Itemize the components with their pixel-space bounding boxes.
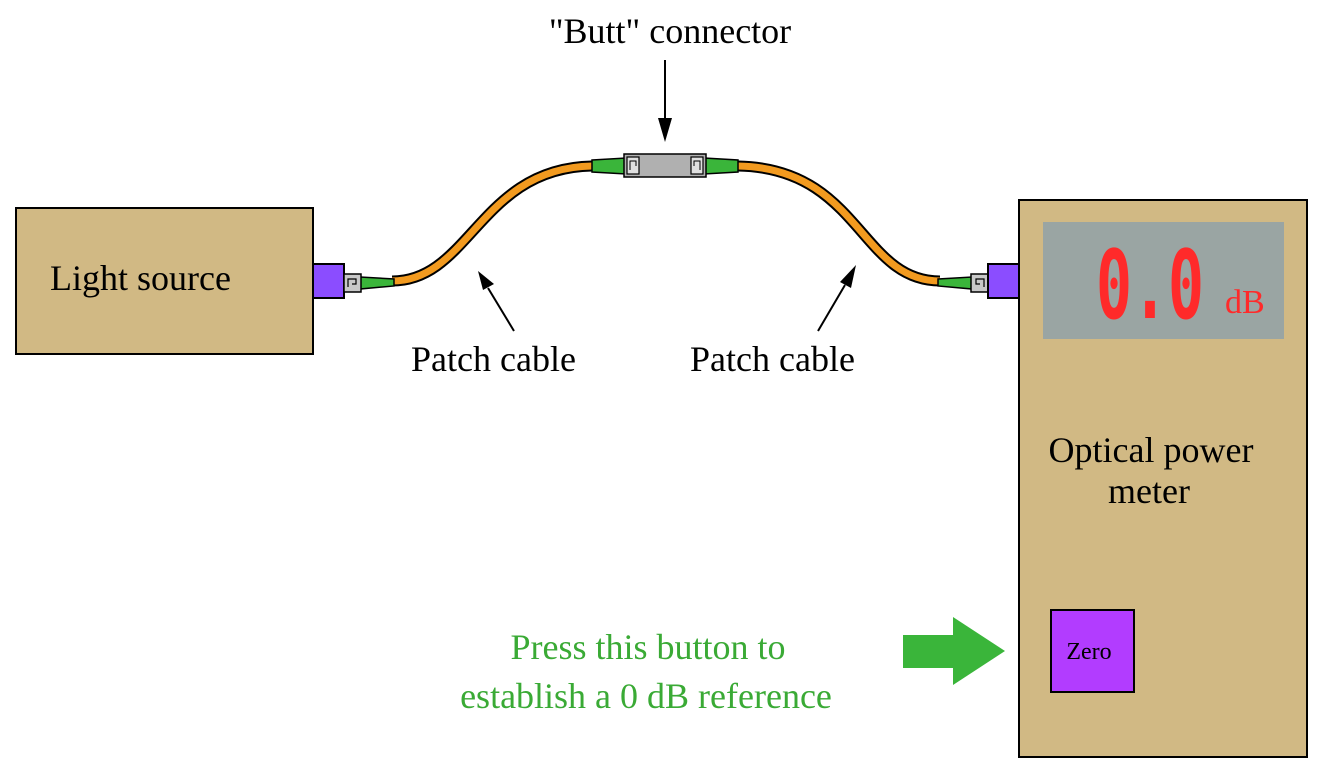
light-source-label: Light source: [50, 258, 231, 298]
meter-reading-unit: dB: [1225, 284, 1265, 321]
left-fiber-connector: [343, 273, 395, 293]
meter-reading-value: 0.0: [1096, 231, 1204, 341]
light-source-box: [15, 207, 314, 355]
butt-connector-left-boot: [591, 157, 627, 175]
butt-connector: [591, 153, 739, 178]
patch-cable-right: [737, 162, 941, 285]
instruction-line2: establish a 0 dB reference: [460, 676, 832, 716]
butt-connector-right-boot: [703, 157, 739, 175]
patch-cable-left-outline: [391, 160, 593, 287]
zero-button-label[interactable]: Zero: [1066, 639, 1111, 665]
butt-connector-label: "Butt" connector: [549, 11, 791, 51]
meter-input-port: [987, 263, 1020, 299]
left-connector-ferrule: [343, 273, 362, 293]
meter-display: [1043, 222, 1284, 339]
patch-cables: [391, 160, 941, 287]
patch-cable-right-label: Patch cable: [690, 339, 855, 379]
zero-button[interactable]: Zero: [1050, 609, 1135, 693]
meter-label-line2: meter: [1108, 471, 1190, 511]
instruction-arrow: [903, 617, 1005, 685]
patch-cable-right-arrow: [817, 265, 856, 332]
left-connector-boot: [359, 276, 395, 290]
optical-power-meter: 0.0 dB Optical power meter Zero: [1018, 199, 1308, 758]
patch-cable-left-arrow: [478, 271, 515, 332]
meter-reading: 0.0 dB: [1096, 231, 1265, 341]
patch-cable-right-outline: [737, 160, 941, 287]
meter-label-line1: Optical power: [1049, 430, 1254, 470]
light-source-port: [312, 263, 345, 299]
patch-cable-left: [391, 162, 593, 285]
butt-connector-body: [623, 153, 707, 178]
butt-connector-arrow: [658, 60, 672, 142]
light-source: Light source: [15, 207, 345, 355]
right-connector-ferrule: [970, 273, 989, 293]
instruction-line1: Press this button to: [510, 627, 785, 667]
right-connector-boot: [937, 276, 973, 290]
right-fiber-connector: [937, 263, 1020, 299]
zero-button-face[interactable]: [1050, 609, 1135, 693]
patch-cable-left-label: Patch cable: [411, 339, 576, 379]
